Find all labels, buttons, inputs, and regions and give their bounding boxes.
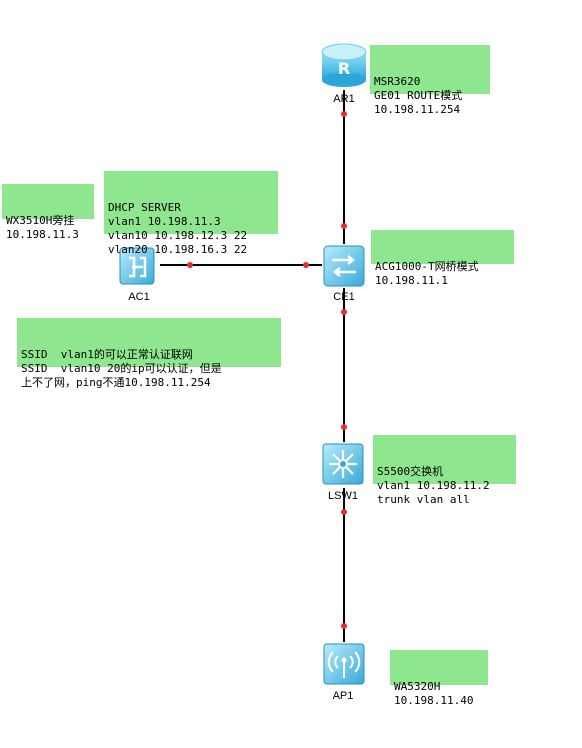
layer3-switch-icon[interactable]	[321, 442, 365, 486]
port-ac1	[187, 262, 193, 268]
device-label-ce1: CE1	[333, 291, 355, 303]
svg-text:R: R	[338, 59, 350, 78]
device-label-ar1: AR1	[333, 93, 355, 105]
router-icon[interactable]: R	[320, 42, 367, 87]
device-label-lsw1: LSW1	[328, 490, 358, 502]
device-label-ac1: AC1	[128, 291, 150, 303]
port-ar1	[341, 111, 347, 117]
port-ce1-down	[341, 309, 347, 315]
device-label-ap1: AP1	[332, 690, 354, 702]
port-lsw1-down	[341, 509, 347, 515]
access-controller-icon[interactable]	[118, 246, 162, 290]
port-ce1-up	[341, 223, 347, 229]
port-lsw1-up	[341, 424, 347, 430]
wireless-ap-icon[interactable]	[322, 642, 366, 686]
port-ap1	[341, 623, 347, 629]
switch-icon[interactable]	[322, 244, 366, 288]
port-ce1-left	[303, 262, 309, 268]
